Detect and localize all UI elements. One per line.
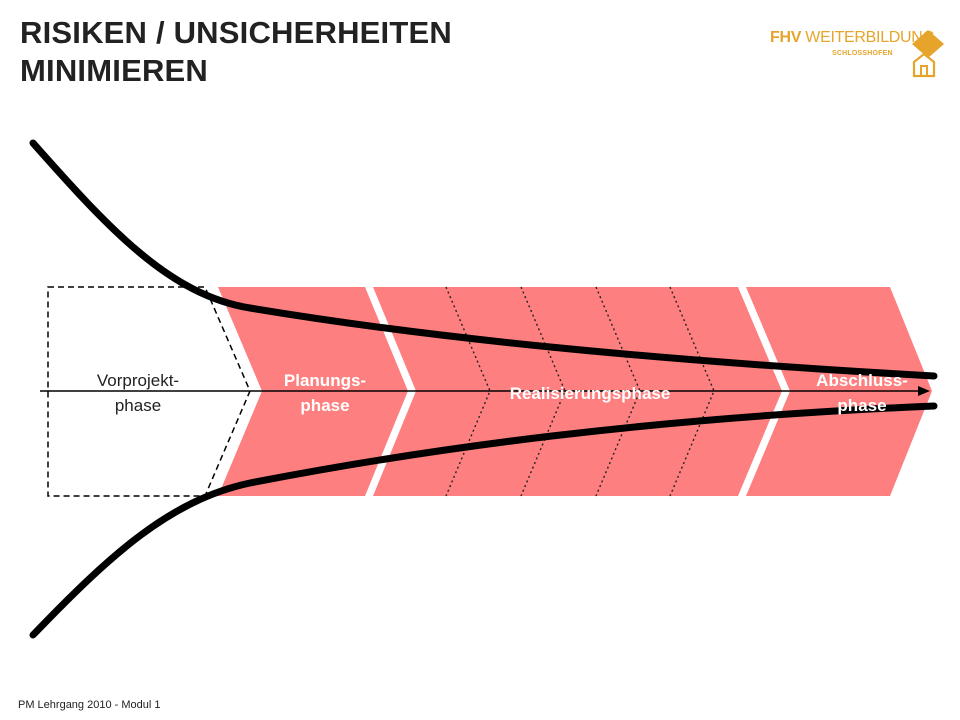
label-planung-1: Planungs- bbox=[284, 371, 366, 390]
brand-logo: FHV WEITERBILDUNG SCHLOSSHOFEN bbox=[770, 28, 950, 84]
label-planung-2: phase bbox=[300, 396, 349, 415]
label-abschluss-1: Abschluss- bbox=[816, 371, 908, 390]
title-line-2: MINIMIEREN bbox=[20, 53, 208, 88]
label-abschluss-2: phase bbox=[837, 396, 886, 415]
footer-text: PM Lehrgang 2010 - Modul 1 bbox=[18, 699, 161, 711]
lower-uncertainty-curve bbox=[29, 402, 938, 639]
logo-name: WEITERBILDUNG bbox=[805, 29, 935, 46]
label-vorprojekt-1: Vorprojekt- bbox=[97, 371, 179, 390]
upper-uncertainty-curve bbox=[29, 139, 938, 380]
title-line-1: RISIKEN / UNSICHERHEITEN bbox=[20, 15, 452, 50]
label-realisierung: Realisierungsphase bbox=[510, 384, 671, 403]
diamond-house-icon bbox=[912, 30, 944, 78]
logo-subtitle: SCHLOSSHOFEN bbox=[832, 50, 893, 57]
label-vorprojekt-2: phase bbox=[115, 396, 161, 415]
logo-brand: FHV bbox=[770, 29, 802, 46]
phase-shape-vorprojekt bbox=[47, 286, 251, 497]
axis-arrowhead bbox=[918, 386, 930, 396]
page-title: RISIKEN / UNSICHERHEITEN MINIMIEREN bbox=[20, 14, 452, 90]
